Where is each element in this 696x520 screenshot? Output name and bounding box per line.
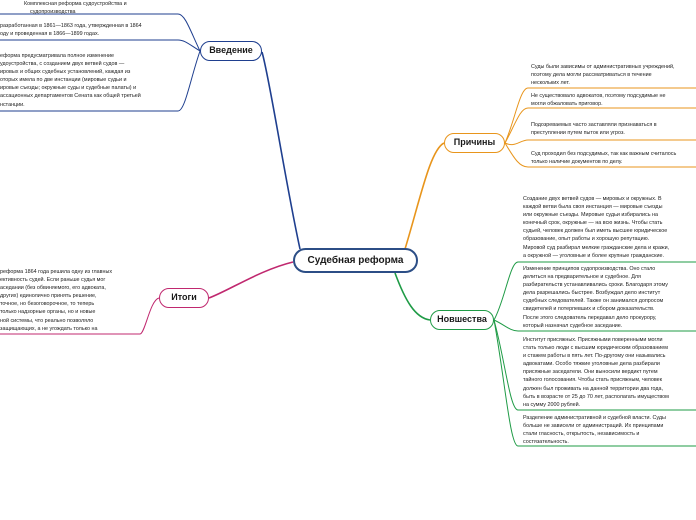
- topic-line: и стажем работы в пять лет. По-другому о…: [523, 353, 666, 360]
- topic-line: могли обжаловать приговор.: [531, 101, 603, 108]
- topic-line: делиться на предварительное и судебное. …: [523, 274, 641, 281]
- connector-central-vvedenie: [261, 51, 301, 250]
- topic-line: стали гласность, открытость, независимос…: [523, 431, 640, 438]
- topic-line: каждой ветви была своя инстанция — миров…: [523, 204, 663, 211]
- connector-prichiny-1: [504, 87, 696, 144]
- topic-line: судьей, человек должен был иметь высшее …: [523, 228, 668, 235]
- topic-line: разбирательств устанавливались сроки. Бл…: [523, 282, 668, 289]
- topic-line: ной системы, что реально позволяло: [0, 317, 94, 324]
- topic-line: еформа предусматривала полное изменение: [0, 53, 114, 59]
- topic-line: свидетелей и потерпевших и сбором доказа…: [523, 306, 655, 313]
- topic-line: а окружной — уголовные и более крупные г…: [523, 252, 664, 259]
- topic-line: преступлении путем пыток или угроз.: [531, 130, 625, 137]
- topic-line: состязательность.: [523, 439, 569, 446]
- topic-line: больше не зависели от администраций. Их …: [523, 423, 664, 430]
- topic-line: нескольких лет.: [531, 80, 570, 87]
- topic-line: Суд проходил без подсудимых, так как важ…: [531, 151, 677, 157]
- connector-novshestva-3: [493, 319, 696, 411]
- topic-line: оторых имела по две инстанции (мировые с…: [0, 77, 127, 84]
- topic-line: аседании (без обвиняемого, его адвоката,: [0, 285, 106, 292]
- topic-line: судебных следователей. Также он занималс…: [523, 298, 664, 305]
- topic-line: присяжные заседатели. Они выносили верди…: [523, 369, 658, 376]
- topic-line: Не существовало адвокатов, поэтому подсу…: [531, 93, 666, 99]
- connector-prichiny-2: [504, 107, 696, 144]
- itogi-topic-1[interactable]: реформа 1864 года решила одну из главных…: [0, 268, 150, 333]
- topic-line: Институт присяжных. Присяжными поверенны…: [523, 337, 663, 343]
- vvedenie-topic-3[interactable]: еформа предусматривала полное изменение …: [0, 52, 172, 109]
- topic-line: Изменение принципов судопроизводства. Он…: [523, 266, 656, 272]
- topic-line: судопроизводства: [30, 9, 76, 16]
- topic-line: точное, но безоговорочное, то теперь: [0, 301, 95, 308]
- connector-novshestva-1: [493, 261, 696, 321]
- topic-line: стать только люди с высшим юридическим о…: [523, 345, 669, 352]
- topic-line: разработанная в 1861—1863 года, утвержде…: [0, 23, 142, 29]
- connector-novshestva-4: [493, 319, 696, 447]
- topic-line: тайного голосования. Чтобы стать присяжн…: [523, 377, 663, 384]
- topic-line: только наличие документов по делу.: [531, 159, 623, 166]
- connector-itogi-1: [0, 297, 160, 335]
- topic-line: других) единолично принять решение,: [0, 293, 97, 300]
- connector-central-itogi: [208, 261, 294, 299]
- topic-line: удоустройства, с созданием двух ветвей с…: [0, 61, 125, 68]
- novshestva-topic-2[interactable]: Изменение принципов судопроизводства. Он…: [523, 265, 696, 330]
- topic-line: который назначал судебное заседание.: [523, 322, 623, 329]
- prichiny-topic-3[interactable]: Подозреваемых часто заставляли признават…: [531, 121, 696, 137]
- topic-line: Суды были зависимы от административных у…: [531, 64, 675, 70]
- topic-line: должен был проживать на данной территори…: [523, 385, 664, 392]
- topic-line: После этого следователь передавал дело п…: [523, 314, 657, 321]
- novshestva-topic-1[interactable]: Создание двух ветвей судов — мировых и о…: [523, 195, 696, 260]
- topic-line: конечный срок, окружные — на всю жизнь. …: [523, 220, 663, 227]
- vvedenie-topic-1[interactable]: Комплексная реформа судоустройства и суд…: [24, 0, 184, 16]
- connector-central-prichiny: [404, 142, 445, 250]
- connector-prichiny-3: [504, 139, 696, 146]
- prichiny-topic-4[interactable]: Суд проходил без подсудимых, так как важ…: [531, 150, 696, 166]
- connector-vvedenie-2: [0, 39, 201, 52]
- topic-line: нстанции.: [0, 101, 25, 108]
- prichiny-topic-2[interactable]: Не существовало адвокатов, поэтому подсу…: [531, 92, 696, 108]
- topic-line: поэтому дела могли рассматриваться в теч…: [531, 72, 652, 79]
- vvedenie-topic-2[interactable]: разработанная в 1861—1863 года, утвержде…: [0, 22, 170, 38]
- topic-line: Мировой суд разбирал мелкие гражданские …: [523, 244, 670, 251]
- connector-novshestva-2: [493, 319, 696, 332]
- topic-line: Создание двух ветвей судов — мировых и о…: [523, 196, 662, 202]
- topic-line: оду и проведенная в 1866—1899 годах.: [0, 31, 100, 38]
- topic-line: дела разрешались быстрее. Возбуждал дело…: [523, 290, 661, 297]
- topic-line: ировые съезды; окружные суды и судебные …: [0, 85, 137, 92]
- connector-vvedenie-3: [0, 50, 201, 112]
- topic-line: на сумму 2000 рублей.: [523, 401, 581, 408]
- branch-prichiny[interactable]: Причины: [444, 133, 505, 153]
- connector-vvedenie-1: [0, 13, 201, 52]
- topic-line: только надзорные органы, но и новые: [0, 309, 96, 316]
- connector-prichiny-4: [504, 142, 696, 168]
- topic-line: реформа 1864 года решила одну из главных: [0, 269, 113, 275]
- topic-line: защищающих, а не угождать только на: [0, 325, 98, 332]
- topic-line: образование, опыт работы и хорошую репут…: [523, 236, 650, 243]
- topic-line: быть в возрасте от 25 до 70 лет, распола…: [523, 393, 669, 400]
- novshestva-topic-3[interactable]: Институт присяжных. Присяжными поверенны…: [523, 336, 696, 409]
- topic-line: Комплексная реформа судоустройства и: [24, 1, 127, 7]
- branch-vvedenie[interactable]: Введение: [200, 41, 262, 61]
- topic-line: ективность судей. Если раньше судья мог: [0, 277, 106, 284]
- topic-line: или окружные съезды. Мировые судьи избир…: [523, 212, 659, 219]
- topic-line: адвокатами. Особо тяжкие уголовные дела …: [523, 361, 660, 368]
- central-topic[interactable]: Судебная реформа: [293, 248, 418, 273]
- novshestva-topic-4[interactable]: Разделение административной и судебной в…: [523, 414, 696, 446]
- topic-line: Разделение административной и судебной в…: [523, 415, 666, 421]
- topic-line: Подозреваемых часто заставляли признават…: [531, 122, 657, 128]
- topic-line: ировых и общих судебных установлений, ка…: [0, 69, 131, 76]
- connector-central-novshestva: [394, 272, 431, 321]
- branch-novshestva[interactable]: Новшества: [430, 310, 494, 330]
- prichiny-topic-1[interactable]: Суды были зависимы от административных у…: [531, 63, 696, 87]
- branch-itogi[interactable]: Итоги: [159, 288, 209, 308]
- topic-line: ассационных департаментов Сената как общ…: [0, 93, 141, 100]
